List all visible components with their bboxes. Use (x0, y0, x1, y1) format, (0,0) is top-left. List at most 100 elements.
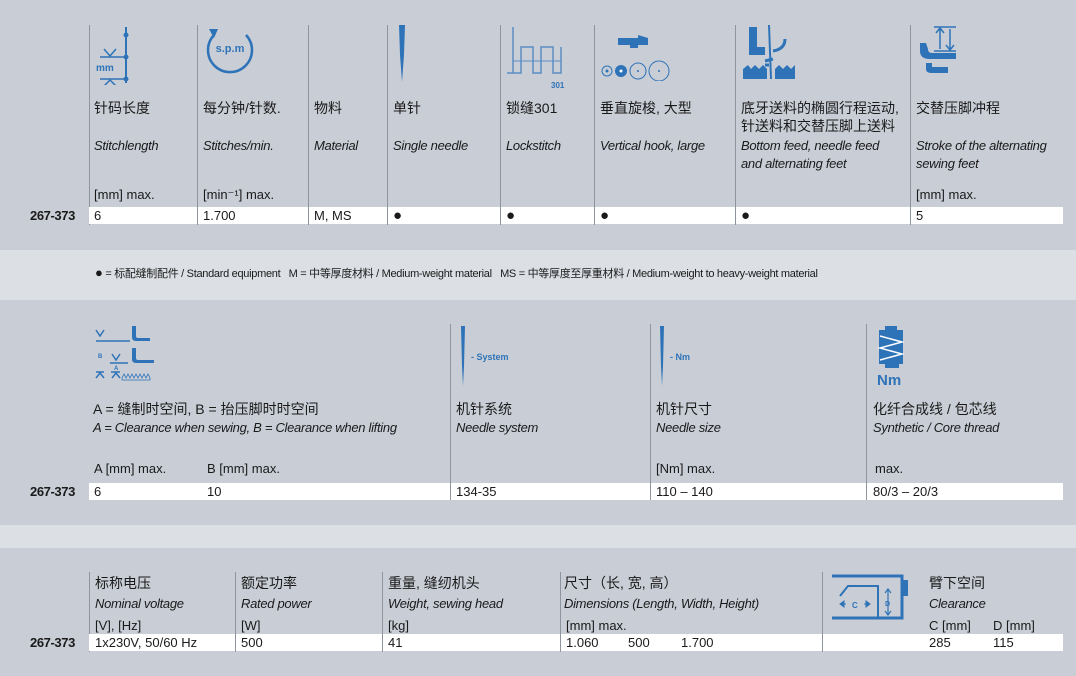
needle-section: B A - System - Nm Nm A = 缝制时空间, B = 抬压脚时… (0, 300, 1076, 525)
spm-icon: s.p.m (206, 29, 254, 74)
spm-zh: 每分钟/针数. (203, 100, 281, 116)
spm-en: Stitches/min. (203, 138, 274, 153)
stroke-zh: 交替压脚冲程 (916, 100, 1000, 116)
feed-en: Bottom feed, needle feed (741, 138, 880, 153)
features-section: mm s.p.m 301 针码长度 Stitchlength [mm] max.… (0, 0, 1076, 250)
svg-text:B: B (98, 354, 103, 360)
power-zh: 额定功率 (241, 575, 297, 591)
material-zh: 物料 (314, 100, 342, 116)
svg-text:C: C (852, 601, 858, 610)
height-value: 1.700 (681, 635, 714, 650)
clearance-c-value: 285 (929, 635, 951, 650)
voltage-en: Nominal voltage (95, 596, 184, 611)
lockstitch-en: Lockstitch (506, 138, 561, 153)
clearance-foot-icon: B A (95, 326, 154, 381)
power-value: 500 (241, 635, 263, 650)
needle-size-unit: [Nm] max. (656, 461, 716, 476)
arm-clearance-zh: 臂下空间 (929, 575, 985, 591)
needle-size-en: Needle size (656, 420, 721, 435)
stitch-length-value: 6 (94, 208, 102, 223)
thread-unit: max. (875, 461, 904, 476)
dimensions-unit: [mm] max. (566, 618, 627, 633)
svg-text:301: 301 (551, 81, 565, 89)
needle-system-icon: - System (461, 326, 509, 386)
needle-size-value: 110 – 140 (656, 484, 713, 499)
clearance-d-unit: D [mm] (993, 618, 1035, 633)
legend: ● = 标配缝制配件 / Standard equipment M = 中等厚度… (0, 250, 1076, 300)
single-needle-value: ● (393, 207, 403, 224)
clearance-a-unit: A [mm] max. (94, 461, 167, 476)
weight-unit: [kg] (388, 618, 409, 633)
svg-text:D: D (885, 601, 890, 608)
weight-value: 41 (388, 635, 403, 650)
svg-text:- System: - System (471, 352, 509, 362)
voltage-zh: 标称电压 (95, 575, 151, 591)
model-number: 267-373 (30, 484, 75, 499)
legend-medium: M = 中等厚度材料 / Medium-weight material (288, 268, 492, 280)
feed-zh: 底牙送料的椭圆行程运动, (741, 100, 899, 116)
stitch-length-icon: mm (96, 27, 129, 85)
voltage-value: 1x230V, 50/60 Hz (95, 635, 198, 650)
arm-clearance-icon: C D (832, 574, 908, 620)
svg-text:A: A (114, 366, 119, 372)
needle-system-en: Needle system (456, 420, 539, 435)
vertical-hook-value: ● (600, 207, 610, 224)
separator-band (0, 525, 1076, 548)
stroke-en: Stroke of the alternating (916, 138, 1047, 153)
clearance-c-unit: C [mm] (929, 618, 971, 633)
technical-data-section: C D 标称电压 Nominal voltage [V], [Hz] 额定功率 … (0, 548, 1076, 676)
value-row (89, 483, 1063, 500)
value-row (89, 634, 1063, 651)
feed-en-2: and alternating feet (741, 156, 847, 171)
thread-en: Synthetic / Core thread (873, 420, 1000, 435)
power-unit: [W] (241, 618, 261, 633)
stitch-length-unit: [mm] max. (94, 187, 155, 202)
needle-icon (399, 25, 405, 82)
voltage-unit: [V], [Hz] (95, 618, 142, 633)
thread-zh: 化纤合成线 / 包芯线 (873, 401, 997, 417)
legend-heavy: MS = 中等厚度至厚重材料 / Medium-weight to heavy-… (500, 268, 818, 280)
stroke-icon (920, 26, 956, 73)
stitch-length-en: Stitchlength (94, 138, 159, 153)
vertical-hook-zh: 垂直旋梭, 大型 (600, 100, 692, 116)
feed-zh-2: 针送料和交替压脚上送料 (741, 118, 895, 134)
value-row (89, 207, 1063, 224)
clearance-zh: A = 缝制时空间, B = 抬压脚时时空间 (93, 401, 319, 417)
dimensions-en: Dimensions (Length, Width, Height) (564, 596, 759, 611)
needle-size-zh: 机针尺寸 (656, 401, 712, 417)
lockstitch-icon: 301 (507, 27, 565, 89)
weight-en: Weight, sewing head (388, 596, 503, 611)
svg-text:Nm: Nm (877, 372, 901, 388)
stroke-value: 5 (916, 208, 924, 223)
material-value: M, MS (314, 208, 352, 223)
thread-spool-icon: Nm (877, 326, 905, 388)
standard-equipment-dot: ● (95, 265, 103, 280)
vertical-hook-icon (601, 35, 670, 81)
lockstitch-zh: 锁缝301 (506, 100, 558, 116)
dimensions-zh: 尺寸（长, 宽, 高） (564, 575, 678, 591)
arm-clearance-en: Clearance (929, 596, 986, 611)
feed-icon (743, 25, 795, 80)
clearance-d-value: 115 (993, 635, 1014, 650)
spm-unit: [min⁻¹] max. (203, 187, 275, 202)
lockstitch-value: ● (506, 207, 516, 224)
clearance-b-unit: B [mm] max. (207, 461, 280, 476)
weight-zh: 重量, 缝纫机头 (388, 575, 480, 591)
material-en: Material (314, 138, 358, 153)
needle-size-icon: - Nm (660, 326, 690, 386)
clearance-a-value: 6 (94, 484, 102, 499)
clearance-en: A = Clearance when sewing, B = Clearance… (93, 420, 397, 435)
stroke-en-2: sewing feet (916, 156, 979, 171)
single-needle-zh: 单针 (393, 100, 421, 116)
stroke-unit: [mm] max. (916, 187, 977, 202)
thread-value: 80/3 – 20/3 (873, 484, 939, 499)
svg-text:mm: mm (96, 63, 114, 74)
spm-value: 1.700 (203, 208, 236, 223)
needle-system-zh: 机针系统 (456, 401, 512, 417)
stitch-length-zh: 针码长度 (94, 100, 150, 116)
model-number: 267-373 (30, 208, 75, 223)
model-number: 267-373 (30, 635, 75, 650)
feed-value: ● (741, 207, 751, 224)
width-value: 500 (628, 635, 650, 650)
legend-standard: = 标配缝制配件 / Standard equipment (105, 268, 281, 280)
